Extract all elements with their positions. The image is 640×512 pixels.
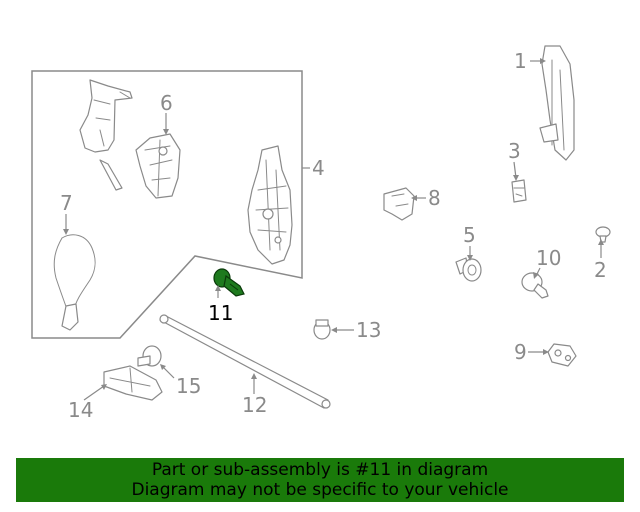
callout-4: 4: [312, 156, 325, 180]
callout-6: 6: [160, 91, 173, 115]
callout-9: 9: [514, 340, 527, 364]
part-5-bolt[interactable]: [455, 257, 482, 282]
callout-2: 2: [594, 258, 607, 282]
callout-15: 15: [176, 374, 201, 398]
callout-3: 3: [508, 139, 521, 163]
part-13-bolt[interactable]: [313, 319, 331, 340]
part-11-bolt-highlighted[interactable]: [213, 268, 245, 297]
callout-5: 5: [463, 223, 476, 247]
banner-line-1: Part or sub-assembly is #11 in diagram: [151, 460, 489, 480]
callout-8: 8: [428, 186, 441, 210]
callout-10: 10: [536, 246, 561, 270]
part-14-bracket[interactable]: [103, 365, 163, 401]
part-6-lock-actuator[interactable]: [135, 133, 181, 199]
part-latch-bracket[interactable]: [79, 79, 133, 191]
callout-12: 12: [242, 393, 267, 417]
callout-7: 7: [60, 191, 73, 215]
callout-13: 13: [356, 318, 381, 342]
callout-1: 1: [514, 49, 527, 73]
part-4-latch-module[interactable]: [247, 145, 293, 265]
part-1-door-handle[interactable]: [539, 45, 575, 161]
part-9-hinge-plate[interactable]: [547, 343, 577, 367]
part-2-screw[interactable]: [595, 226, 611, 243]
part-8-bracket[interactable]: [383, 187, 415, 221]
part-12-strut[interactable]: [159, 314, 331, 409]
callout-14: 14: [68, 398, 93, 422]
part-3-clip[interactable]: [511, 179, 527, 203]
leader-lines: [63, 58, 604, 401]
part-15-bolt[interactable]: [137, 345, 162, 367]
part-10-bolt[interactable]: [521, 272, 549, 299]
info-banner: Part or sub-assembly is #11 in diagram D…: [16, 458, 624, 502]
part-7-cable[interactable]: [53, 234, 96, 331]
inset-panel: [31, 70, 303, 339]
callout-11: 11: [208, 301, 233, 325]
banner-line-2: Diagram may not be specific to your vehi…: [131, 480, 509, 500]
